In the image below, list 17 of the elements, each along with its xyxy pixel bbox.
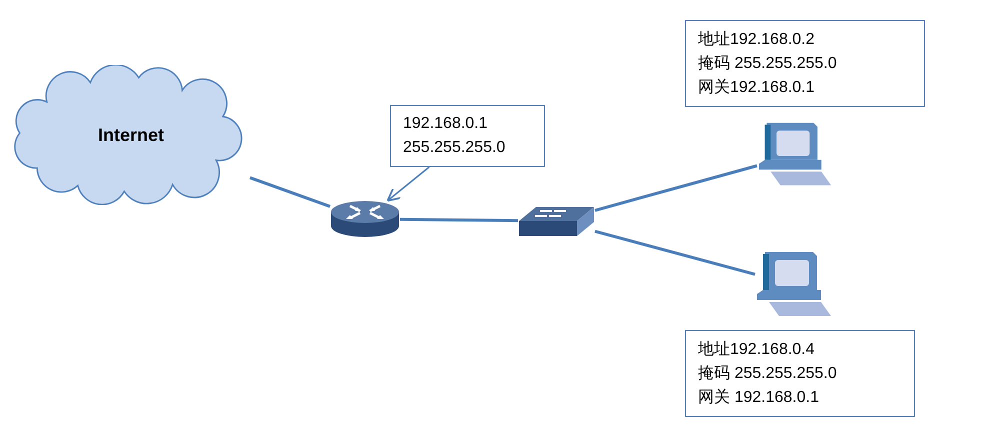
address-box <box>390 105 545 167</box>
address-text: 网关 192.168.0.1 <box>698 388 820 408</box>
address-text: 192.168.0.1 <box>403 114 489 134</box>
network-link <box>400 218 518 222</box>
address-text: 网关192.168.0.1 <box>698 78 816 98</box>
address-box <box>685 330 915 417</box>
leader-arrow <box>386 166 430 202</box>
address-text: 地址192.168.0.2 <box>698 30 816 50</box>
network-link <box>250 176 330 208</box>
address-text: 掩码 255.255.255.0 <box>698 364 838 384</box>
address-box <box>685 20 925 107</box>
network-link <box>594 230 756 276</box>
cloud-label: Internet <box>98 124 164 146</box>
network-link <box>594 164 758 212</box>
address-text: 掩码 255.255.255.0 <box>698 54 838 74</box>
address-text: 地址192.168.0.4 <box>698 340 816 360</box>
address-text: 255.255.255.0 <box>403 138 506 158</box>
